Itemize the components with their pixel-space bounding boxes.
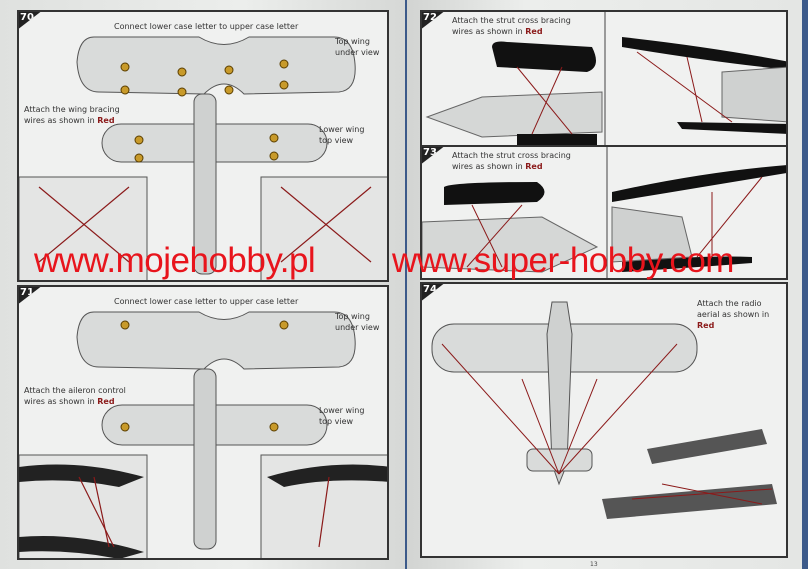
right-page: 72 Attach the strut cross bracing wires … xyxy=(407,0,802,569)
step-72-panel: 72 Attach the strut cross bracing wires … xyxy=(420,10,788,147)
step-70-panel: 70 Connect lower case letter to upper ca… xyxy=(17,10,389,282)
instruction-text: Attach the radio aerial as shown in Red xyxy=(697,299,770,330)
left-page: 70 Connect lower case letter to upper ca… xyxy=(0,0,405,569)
step-73-panel: 73 Attach the strut cross bracing wires … xyxy=(420,145,788,280)
watermark-super-hobby: www.super-hobby.com xyxy=(392,241,734,280)
wing-diagram xyxy=(19,311,387,558)
step-71-panel: 71 Connect lower case letter to upper ca… xyxy=(17,285,389,560)
connect-note: Connect lower case letter to upper case … xyxy=(114,297,299,306)
instruction-text: Attach the aileron control wires as show… xyxy=(24,386,126,406)
connect-note: Connect lower case letter to upper case … xyxy=(114,22,299,31)
aircraft-top-view xyxy=(431,301,777,519)
step-74-panel: 74 Attach the radio aerial as shown in R… xyxy=(420,282,788,558)
lower-wing-label: Lower wing top view xyxy=(319,406,365,426)
lower-wing-label: Lower wing top view xyxy=(319,125,365,145)
wing-diagram xyxy=(19,36,387,280)
top-wing-label: Top wing under view xyxy=(335,37,380,57)
instruction-text: Attach the strut cross bracing wires as … xyxy=(452,16,571,36)
watermark-mojehobby: www.mojehobby.pl xyxy=(34,241,316,280)
top-wing-label: Top wing under view xyxy=(335,312,380,332)
biplane-side-view xyxy=(425,12,786,145)
instruction-text: Attach the strut cross bracing wires as … xyxy=(452,151,571,171)
instruction-text: Attach the wing bracing wires as shown i… xyxy=(24,105,120,125)
biplane-side-view xyxy=(422,147,786,278)
page-number: 13 xyxy=(590,561,598,568)
